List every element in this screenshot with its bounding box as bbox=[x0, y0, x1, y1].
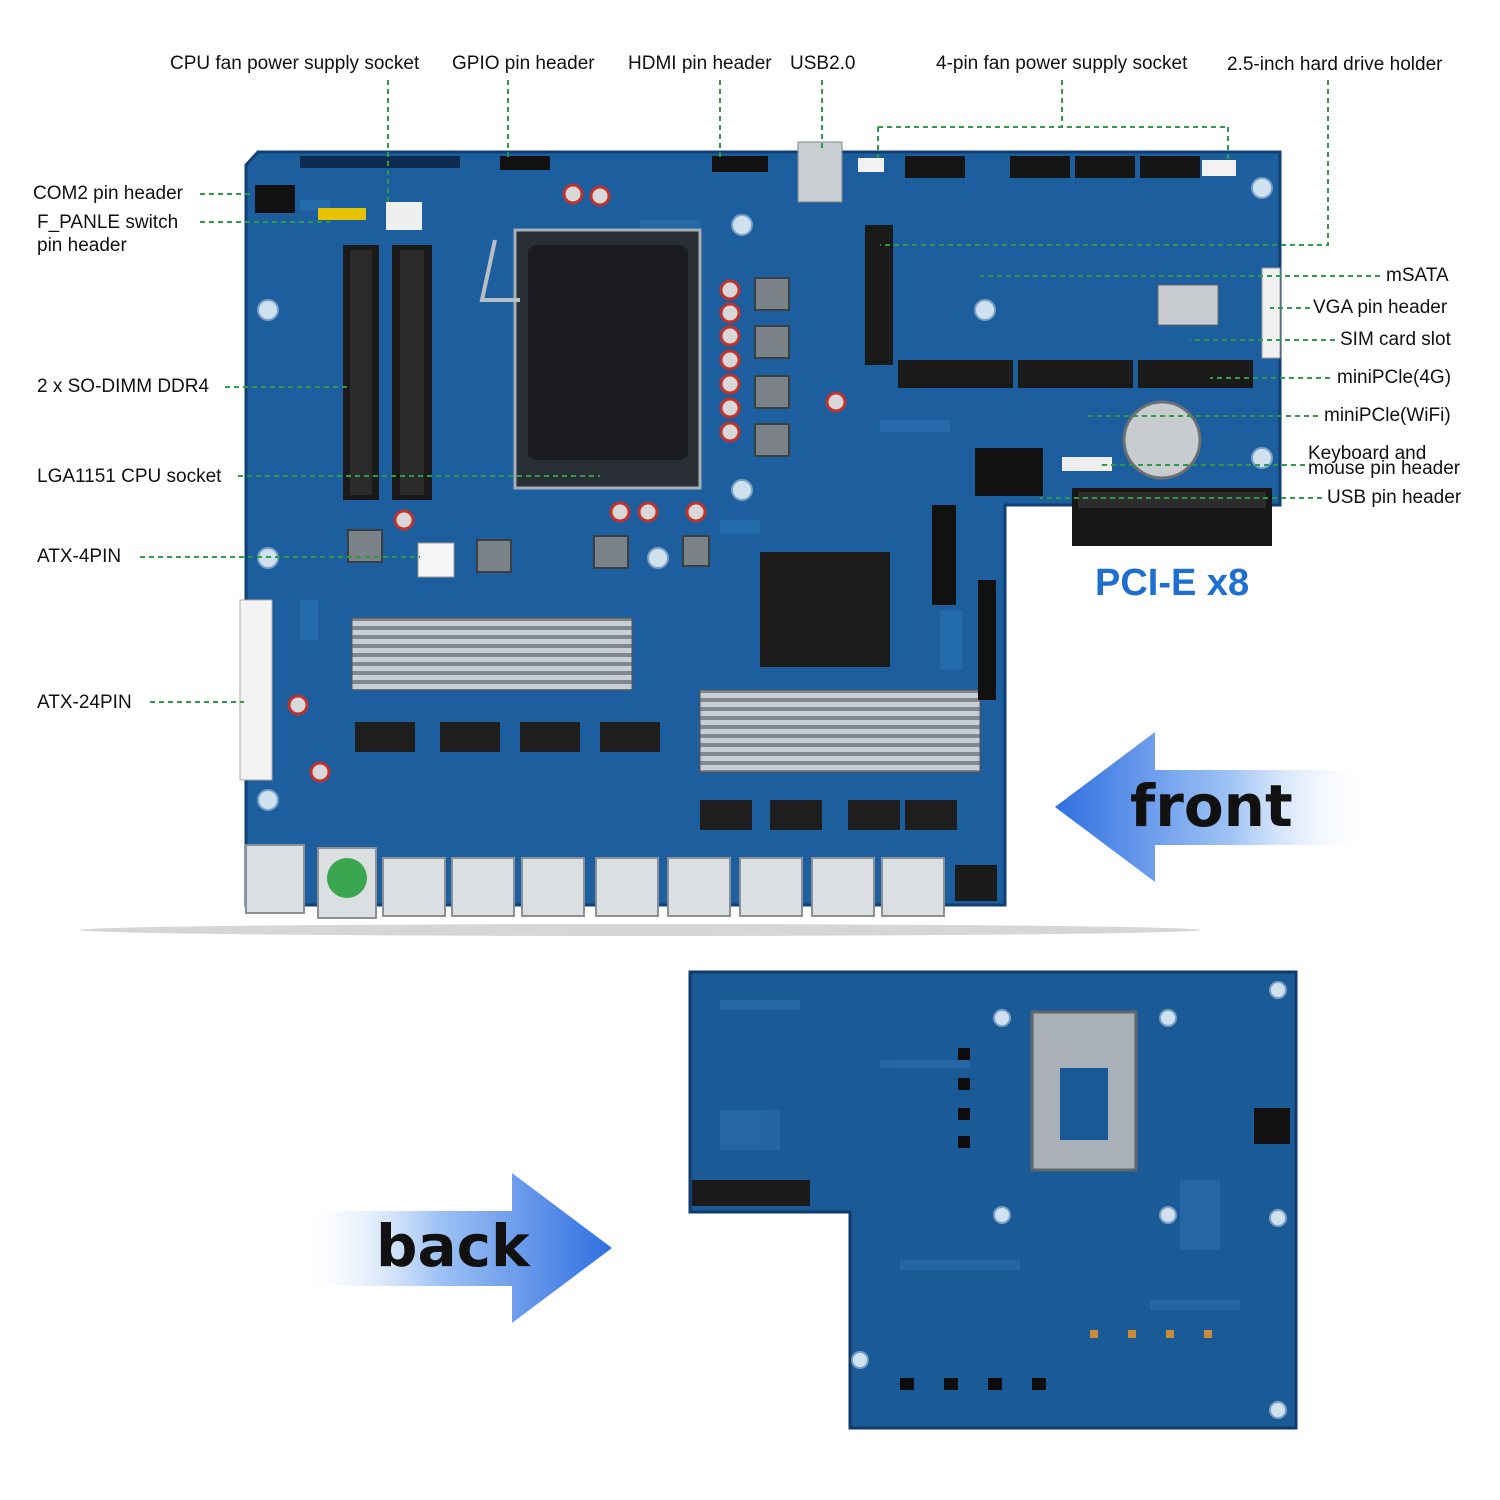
label-vga-header: VGA pin header bbox=[1313, 297, 1448, 318]
label-minipcie-wifi: miniPCle(WiFi) bbox=[1324, 405, 1451, 426]
label-4pin-fan-socket: 4-pin fan power supply socket bbox=[936, 53, 1188, 74]
label-usb20: USB2.0 bbox=[790, 53, 856, 74]
leader-lines bbox=[140, 80, 1380, 703]
front-board bbox=[80, 141, 1282, 936]
label-sodimm: 2 x SO-DIMM DDR4 bbox=[37, 376, 210, 397]
label-lga1151: LGA1151 CPU socket bbox=[37, 466, 222, 487]
label-msata: mSATA bbox=[1386, 265, 1449, 286]
label-cpu-fan-socket: CPU fan power supply socket bbox=[170, 53, 420, 74]
label-sim-slot: SIM card slot bbox=[1340, 329, 1451, 350]
label-keyboard-line2: mouse pin header bbox=[1308, 458, 1461, 479]
back-board bbox=[688, 970, 1298, 1430]
label-front: front bbox=[1130, 772, 1293, 840]
label-back: back bbox=[376, 1212, 530, 1280]
label-keyboard-line1: Keyboard and bbox=[1308, 443, 1427, 464]
label-fpanel-line2: pin header bbox=[37, 235, 127, 256]
label-minipcie-4g: miniPCle(4G) bbox=[1337, 367, 1452, 388]
front-arrow bbox=[1055, 732, 1375, 882]
label-com2-header: COM2 pin header bbox=[33, 183, 183, 204]
label-hdd-holder: 2.5-inch hard drive holder bbox=[1227, 54, 1443, 75]
label-atx24pin: ATX-24PIN bbox=[37, 692, 132, 713]
label-pcie-x8: PCI-E x8 bbox=[1095, 562, 1250, 604]
label-usb-pin-header: USB pin header bbox=[1327, 487, 1462, 508]
label-gpio-header: GPIO pin header bbox=[452, 53, 595, 74]
label-fpanel-line1: F_PANLE switch bbox=[37, 212, 179, 233]
label-hdmi-header: HDMI pin header bbox=[628, 53, 772, 74]
label-atx4pin: ATX-4PIN bbox=[37, 546, 122, 567]
back-arrow bbox=[295, 1173, 612, 1323]
